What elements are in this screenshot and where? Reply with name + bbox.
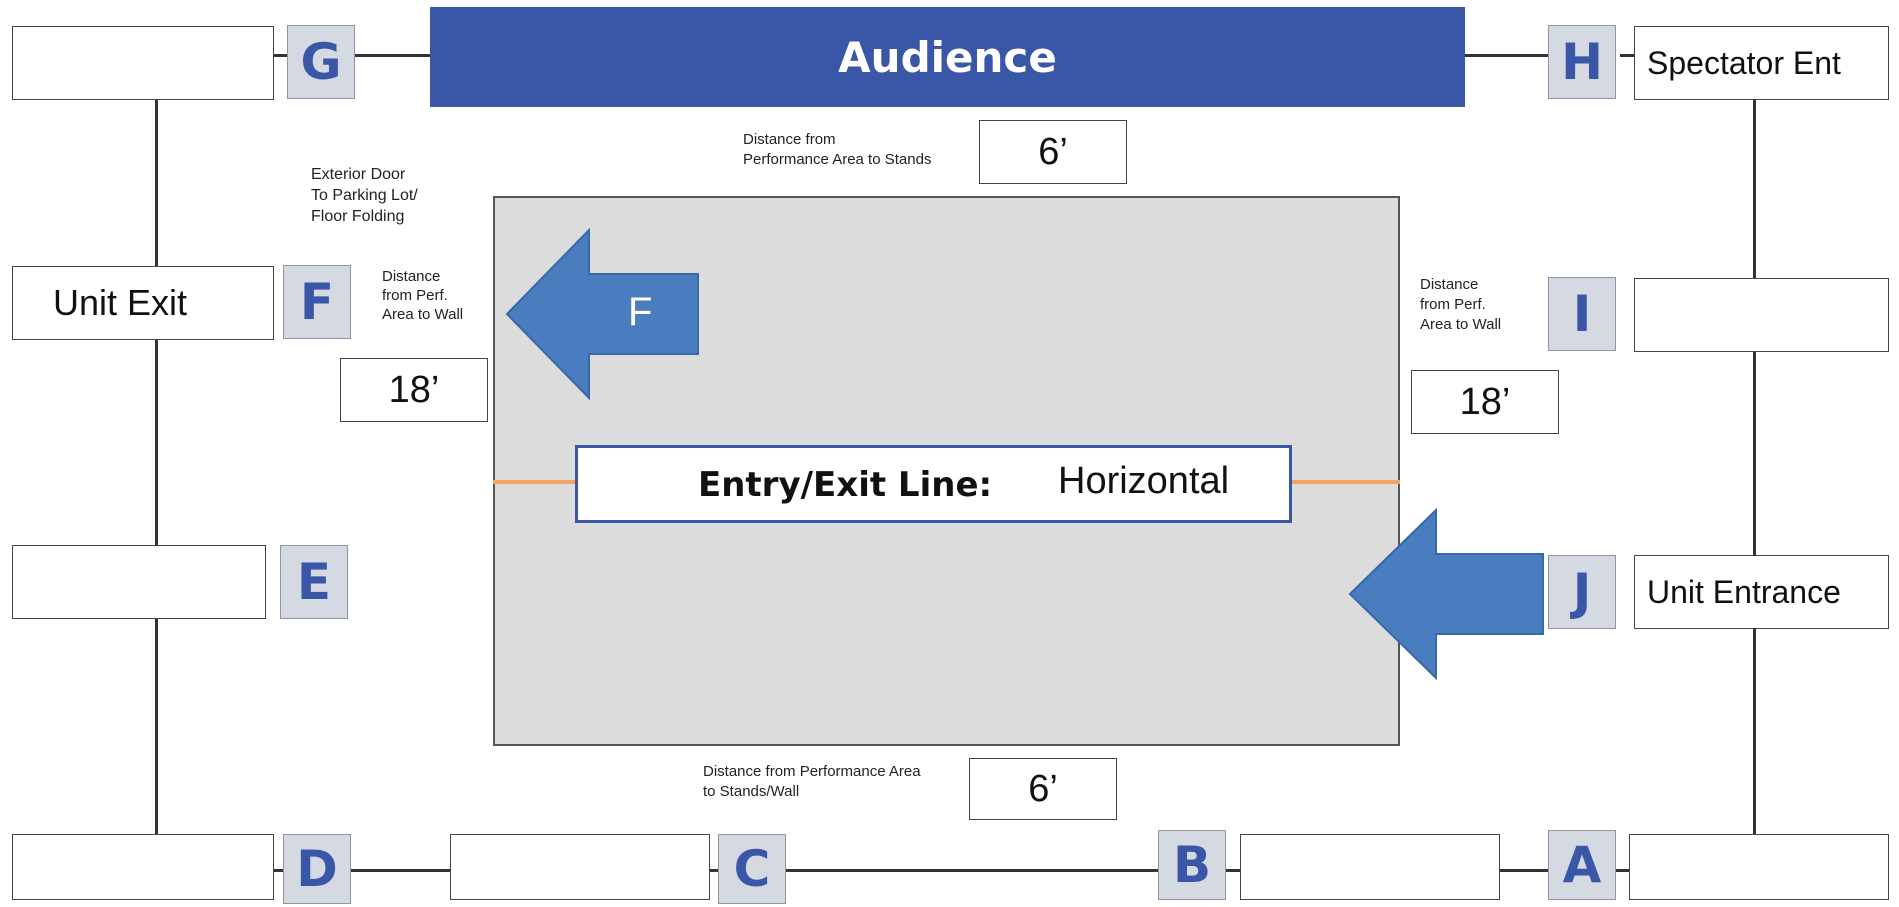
exit-arrow-label: F — [628, 290, 653, 334]
position-e-badge: E — [280, 545, 348, 619]
entry-exit-line-label: Entry/Exit Line: — [698, 465, 993, 505]
entry-exit-marker-right — [1292, 480, 1400, 484]
position-b-letter: B — [1172, 836, 1212, 894]
entry-exit-line-value[interactable]: Horizontal — [1058, 460, 1230, 502]
position-d-badge: D — [283, 834, 351, 904]
position-a-field[interactable] — [1629, 834, 1889, 900]
entry-exit-line-box: Entry/Exit Line: Horizontal — [575, 445, 1292, 523]
distance-top-value-text: 6’ — [1038, 130, 1068, 173]
position-f-value: Unit Exit — [53, 282, 188, 323]
position-h-value: Spectator Ent — [1647, 44, 1841, 81]
exterior-door-note: Exterior Door To Parking Lot/ Floor Fold… — [311, 166, 418, 225]
position-g-field[interactable] — [12, 26, 274, 100]
position-h-letter: H — [1561, 33, 1603, 91]
position-c-badge: C — [718, 834, 786, 904]
exit-arrow — [505, 228, 699, 400]
entry-exit-marker-left — [493, 480, 575, 484]
connector-line-left-vertical — [155, 100, 158, 835]
arrow-left-icon — [1348, 508, 1544, 680]
distance-bottom-label: Distance from Performance Area to Stands… — [703, 763, 921, 800]
distance-top-value[interactable]: 6’ — [979, 120, 1127, 184]
position-e-letter: E — [296, 553, 332, 611]
position-a-badge: A — [1548, 830, 1616, 900]
distance-left-label: Distance from Perf. Area to Wall — [382, 268, 464, 323]
audience-label: Audience — [838, 32, 1057, 82]
position-h-badge: H — [1548, 25, 1616, 99]
distance-right-value-text: 18’ — [1459, 380, 1511, 423]
connector-line-h-spectator — [1620, 54, 1634, 57]
position-e-field[interactable] — [12, 545, 266, 619]
position-c-field[interactable] — [450, 834, 710, 900]
distance-top-label: Distance from Performance Area to Stands — [743, 131, 932, 168]
distance-left-value[interactable]: 18’ — [340, 358, 488, 422]
position-d-letter: D — [296, 840, 338, 898]
position-b-badge: B — [1158, 830, 1226, 900]
distance-left-value-text: 18’ — [388, 368, 440, 411]
position-i-field[interactable] — [1634, 278, 1889, 352]
connector-line-g-box — [270, 54, 290, 57]
connector-line-right-vertical — [1753, 100, 1756, 835]
distance-right-value[interactable]: 18’ — [1411, 370, 1559, 434]
entrance-arrow — [1348, 508, 1544, 680]
position-j-value: Unit Entrance — [1647, 573, 1841, 610]
position-j-letter: J — [1572, 563, 1592, 621]
distance-bottom-value[interactable]: 6’ — [969, 758, 1117, 820]
position-f-field[interactable]: Unit Exit — [12, 266, 274, 340]
position-a-letter: A — [1562, 836, 1602, 894]
position-j-field[interactable]: Unit Entrance — [1634, 555, 1889, 629]
position-g-badge: G — [287, 25, 355, 99]
distance-bottom-value-text: 6’ — [1028, 767, 1058, 810]
position-f-letter: F — [299, 273, 335, 331]
connector-line-top-left — [294, 54, 430, 57]
audience-banner: Audience — [430, 7, 1465, 107]
position-i-badge: I — [1548, 277, 1616, 351]
connector-line-bottom — [270, 869, 1634, 872]
position-d-field[interactable] — [12, 834, 274, 900]
position-f-badge: F — [283, 265, 351, 339]
distance-right-label: Distance from Perf. Area to Wall — [1420, 276, 1502, 333]
arrow-left-icon — [505, 228, 699, 400]
position-j-badge: J — [1548, 555, 1616, 629]
position-g-letter: G — [300, 33, 342, 91]
position-i-letter: I — [1572, 285, 1592, 343]
position-b-field[interactable] — [1240, 834, 1500, 900]
position-h-field[interactable]: Spectator Ent — [1634, 26, 1889, 100]
connector-line-top-right — [1465, 54, 1555, 57]
position-c-letter: C — [733, 840, 771, 898]
